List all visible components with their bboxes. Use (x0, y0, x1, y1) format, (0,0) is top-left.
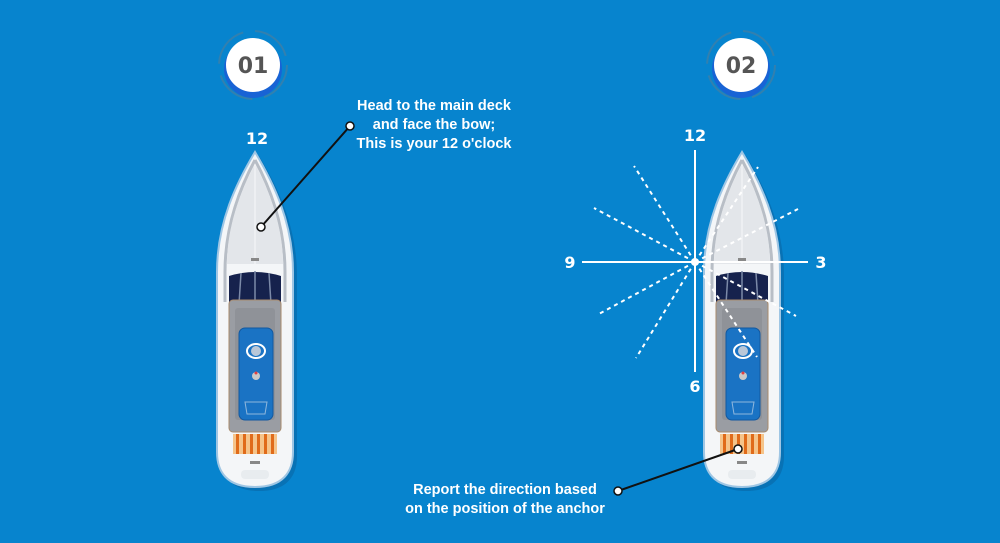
clock-ray-8 (596, 261, 696, 316)
step-2-boat-icon (702, 150, 786, 493)
step-2-number: 02 (726, 54, 757, 79)
clock-label-3: 3 (815, 253, 826, 272)
step-1-number: 01 (238, 54, 269, 79)
clock-hour-rays (593, 165, 799, 359)
step-2-callout-line-2: on the position of the anchor (405, 501, 605, 517)
clock-ray-4 (694, 261, 797, 317)
clock-ray-10 (593, 207, 696, 263)
step-2-callout: Report the direction based on the positi… (398, 481, 612, 519)
step-2-callout-line (617, 448, 739, 492)
step-1-callout-dot (345, 121, 355, 131)
clock-label-9: 9 (564, 253, 575, 272)
step-1-callout-line-3: This is your 12 o'clock (356, 136, 512, 152)
clock-ray-11 (633, 165, 696, 263)
step-2-badge (706, 30, 776, 100)
clock-ray-1 (694, 166, 759, 263)
clock-ray-7 (635, 261, 696, 359)
anchor-marker (733, 444, 743, 454)
clock-ray-5 (694, 261, 758, 358)
clock-face (582, 150, 808, 372)
clock-label-12: 12 (684, 126, 706, 145)
step-1-callout: Head to the main deck and face the bow; … (344, 97, 524, 154)
step-1-bow-label: 12 (246, 129, 268, 148)
step-2-callout-dot (613, 486, 623, 496)
step-1-boat-icon (215, 150, 299, 493)
step-1-bow-marker (256, 222, 266, 232)
clock-label-6: 6 (689, 377, 700, 396)
clock-ray-2 (694, 208, 799, 263)
step-1-callout-line-1: Head to the main deck (357, 98, 511, 114)
step-1-callout-line-2: and face the bow; (372, 117, 496, 133)
step-1-callout-line (260, 125, 351, 228)
step-1-badge (218, 30, 288, 100)
step-2-callout-line-1: Report the direction based (413, 482, 597, 498)
